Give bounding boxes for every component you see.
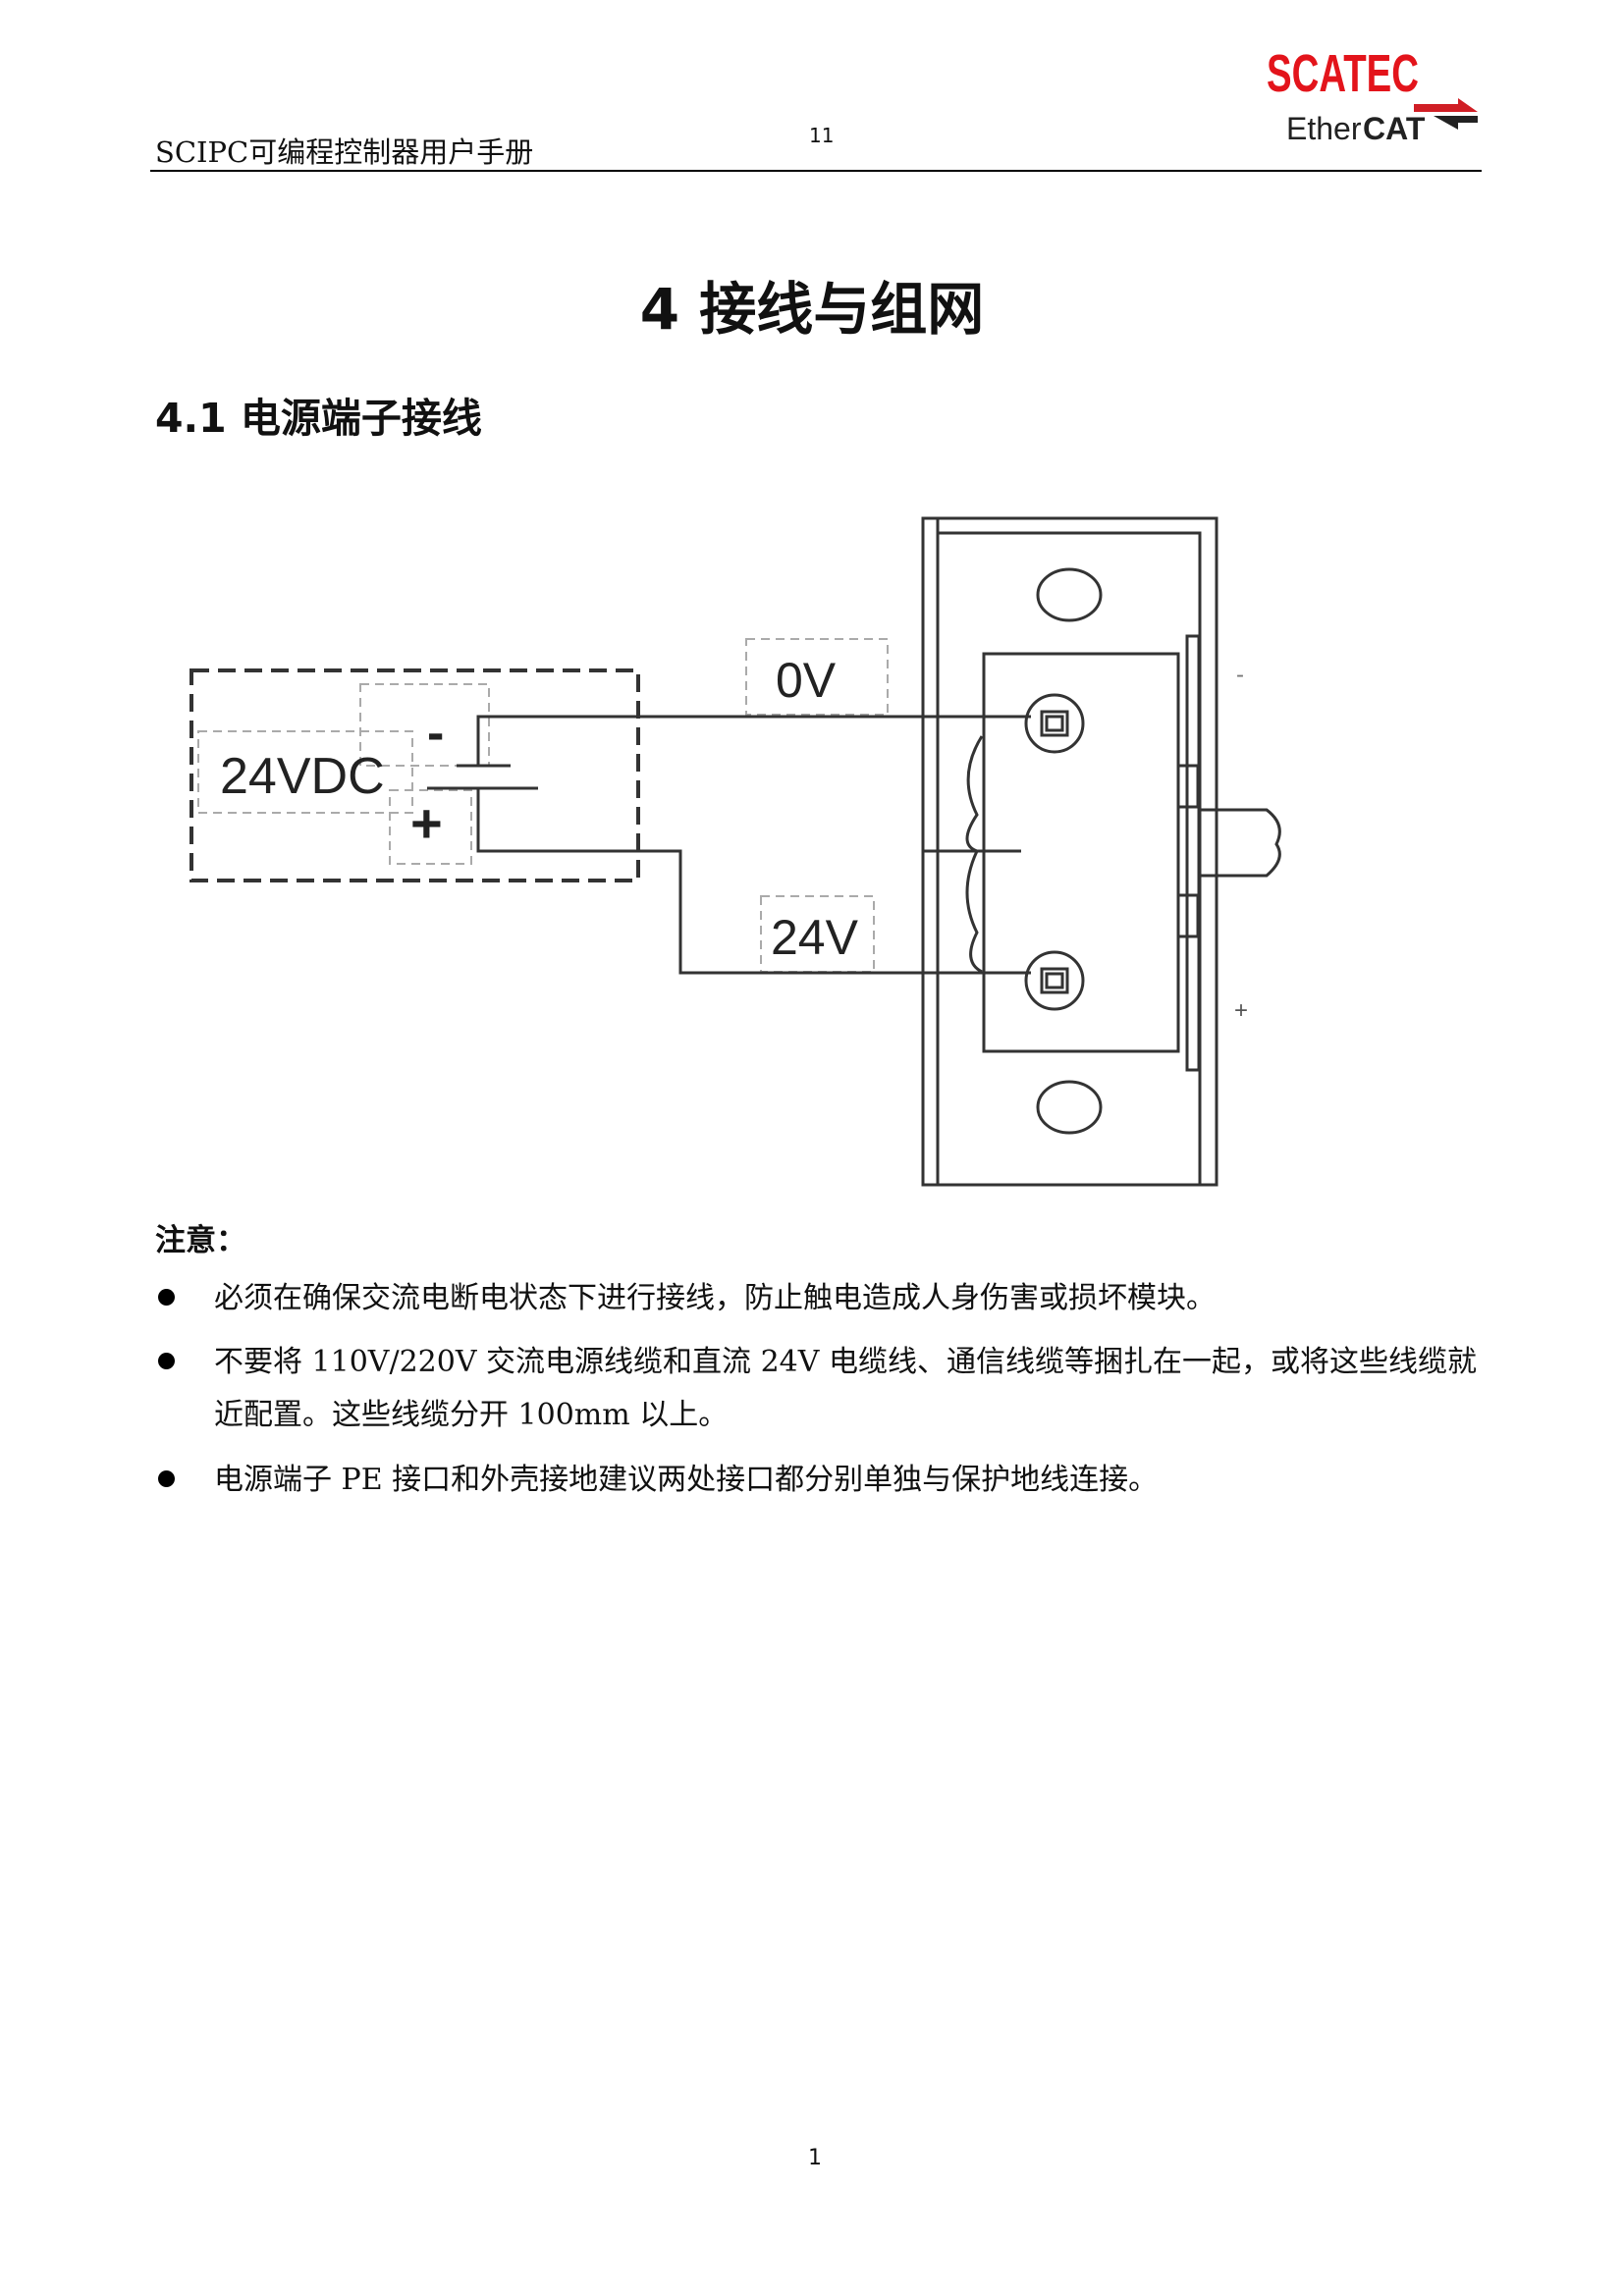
note-label: 注意： bbox=[155, 1223, 246, 1258]
mounting-hole-bottom bbox=[1036, 1080, 1103, 1135]
manual-title: SCIPC可编程控制器用户手册 bbox=[155, 135, 534, 169]
note-item: 电源端子 PE 接口和外壳接地建议两处接口都分别单独与保护地线连接。 bbox=[214, 1463, 1159, 1497]
wire-24v-label: 24V bbox=[771, 910, 859, 965]
plus-label: + bbox=[410, 792, 443, 854]
wire-24v bbox=[476, 788, 1031, 975]
svg-text:CAT: CAT bbox=[1363, 111, 1426, 146]
svg-text:Ether: Ether bbox=[1286, 111, 1362, 146]
bullet-icon bbox=[158, 1353, 175, 1369]
wire-0v bbox=[476, 715, 1031, 766]
power-supply-box bbox=[189, 668, 640, 882]
bullet-icon bbox=[158, 1289, 175, 1306]
svg-text:SCATEC: SCATEC bbox=[1267, 44, 1419, 103]
terminal-minus-mark: - bbox=[1236, 662, 1244, 688]
supply-label: 24VDC bbox=[220, 748, 385, 805]
note-item: 必须在确保交流电断电状态下进行接线，防止触电造成人身伤害或损坏模块。 bbox=[214, 1281, 1216, 1315]
section-title: 4.1 电源端子接线 bbox=[155, 395, 482, 442]
chapter-title: 4 接线与组网 bbox=[639, 276, 985, 343]
minus-label: - bbox=[427, 705, 444, 762]
scatec-ethercat-logo: SCATEC Ether CAT bbox=[1267, 44, 1478, 146]
wire-0v-label: 0V bbox=[776, 653, 837, 708]
mounting-hole-top bbox=[1036, 567, 1103, 622]
header-page-number: 11 bbox=[809, 124, 835, 147]
footer-page-number: 1 bbox=[808, 2146, 822, 2170]
bullet-icon bbox=[158, 1470, 175, 1487]
terminal-plus-mark: + bbox=[1234, 997, 1248, 1024]
screw-24v bbox=[1024, 950, 1085, 1011]
header-divider bbox=[150, 170, 1482, 172]
note-item: 不要将 110V/220V 交流电源线缆和直流 24V 电缆线、通信线缆等捆扎在… bbox=[214, 1345, 1477, 1432]
screw-0v bbox=[1024, 693, 1085, 754]
